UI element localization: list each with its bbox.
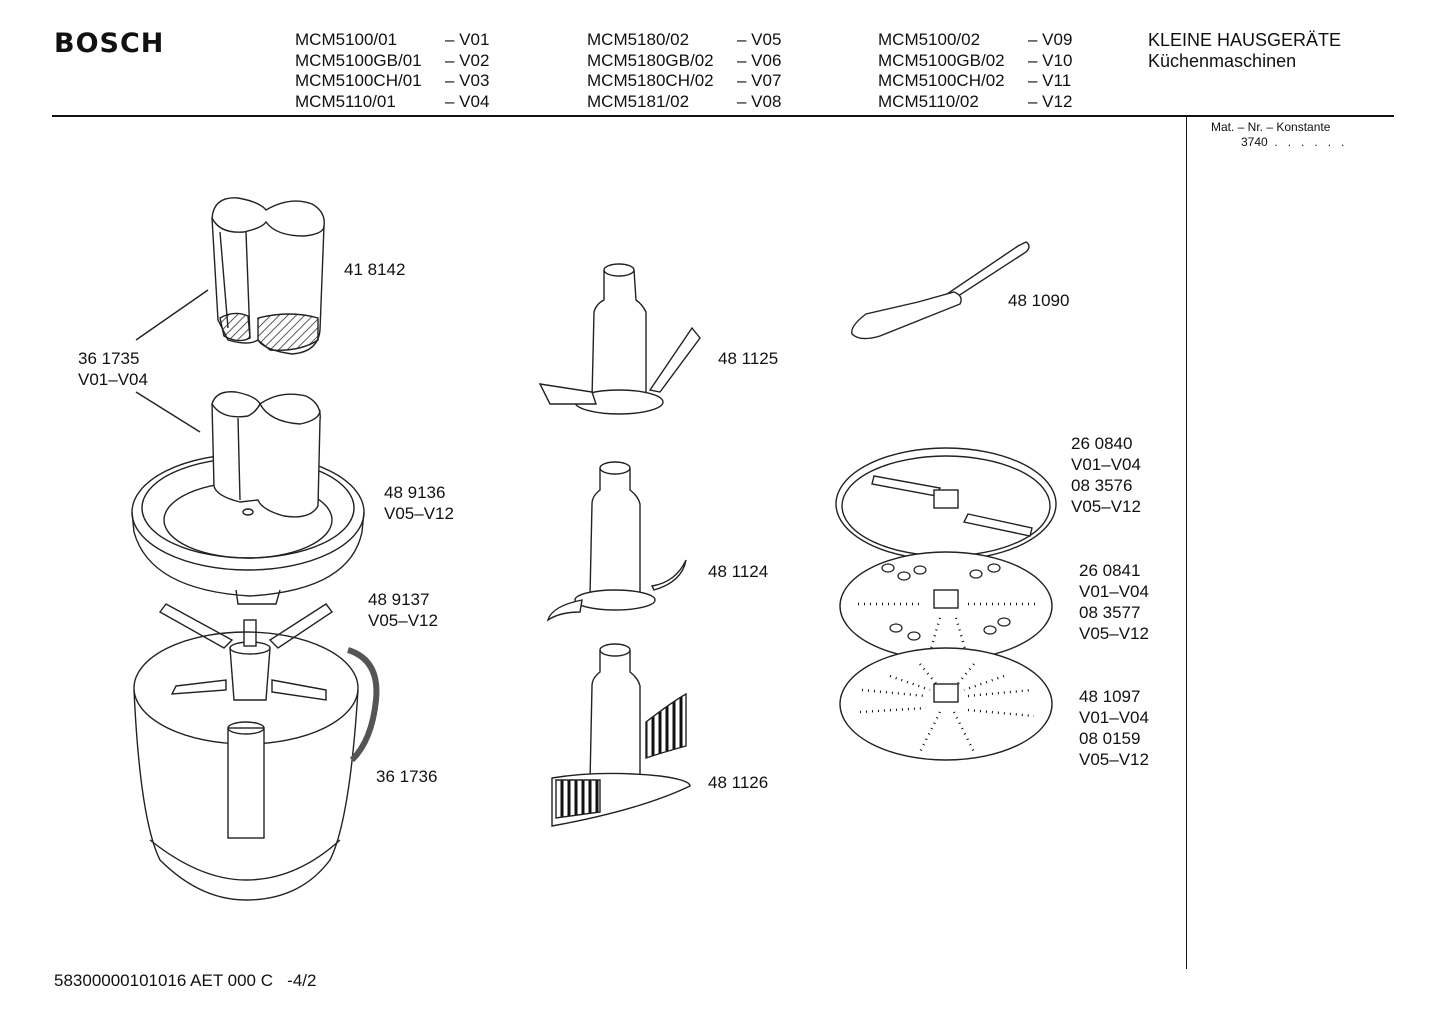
label-489136: 48 9136 V05–V12	[384, 482, 454, 524]
model-row: MCM5110/02 – V12	[878, 92, 1072, 113]
model-number: MCM5100CH/02	[878, 71, 1005, 90]
grating-disc-fine-part	[839, 647, 1053, 761]
label-481097: 48 1097 V01–V04 08 0159 V05–V12	[1079, 686, 1149, 770]
model-number: MCM5100GB/01	[295, 50, 422, 70]
label-481126: 48 1126	[708, 773, 769, 792]
model-number: MCM5181/02	[587, 91, 690, 111]
kneading-tool-part	[546, 461, 687, 622]
model-number: MCM5180CH/02	[587, 71, 714, 90]
label-489137: 48 9137 V05–V12	[368, 589, 438, 631]
part-variant: V05–V12	[384, 504, 454, 523]
lid-part	[131, 391, 365, 605]
model-number: MCM5180/02	[587, 30, 690, 49]
part-variant: V05–V12	[1071, 497, 1141, 516]
model-variant: – V05	[737, 30, 782, 49]
part-number: 48 9137	[368, 590, 430, 609]
category-heading: KLEINE HAUSGERÄTE Küchenmaschinen	[1148, 30, 1341, 71]
document-footer: 58300000101016 AET 000 C -4/2	[54, 971, 317, 990]
model-variant: – V01	[445, 30, 490, 49]
slicing-disc-part	[835, 447, 1057, 561]
material-number-value: 3740 . . . . . .	[1241, 135, 1345, 149]
model-number: MCM5100/02	[878, 30, 981, 49]
category-subtitle: Küchenmaschinen	[1148, 50, 1297, 71]
model-row: MCM5100GB/02 – V10	[878, 51, 1072, 72]
part-number: 36 1735	[78, 349, 140, 368]
chopping-knife-part	[538, 263, 701, 415]
model-variant: – V06	[737, 50, 782, 70]
model-row: MCM5100/02 – V09	[878, 30, 1072, 51]
part-number: 26 0841	[1079, 561, 1141, 580]
model-row: MCM5110/01 – V04	[295, 92, 489, 113]
part-number: 08 3577	[1079, 603, 1141, 622]
blade-part	[158, 603, 334, 701]
material-number-label: Mat. – Nr. – Konstante	[1211, 120, 1331, 134]
category-title: KLEINE HAUSGERÄTE	[1148, 30, 1342, 50]
label-260840: 26 0840 V01–V04 08 3576 V05–V12	[1071, 433, 1141, 517]
leader-line	[135, 289, 209, 341]
model-number: MCM5100/01	[295, 30, 398, 49]
spatula-part	[851, 241, 1030, 340]
model-variant: – V09	[1028, 30, 1073, 49]
model-row: MCM5100/01 – V01	[295, 30, 489, 51]
model-variant: – V04	[445, 91, 490, 111]
model-row: MCM5100GB/01 – V02	[295, 51, 489, 72]
model-list-3: MCM5100/02 – V09 MCM5100GB/02 – V10 MCM510…	[878, 30, 1072, 112]
label-481124: 48 1124	[708, 562, 769, 581]
header-divider	[52, 115, 1394, 117]
label-481090: 48 1090	[1008, 291, 1070, 310]
grating-disc-coarse-part	[839, 551, 1053, 661]
model-list-1: MCM5100/01 – V01 MCM5100GB/01 – V02 MCM510…	[295, 30, 489, 112]
part-number: 08 3576	[1071, 476, 1133, 495]
part-variant: V01–V04	[78, 370, 148, 389]
part-variant: V01–V04	[1071, 455, 1141, 474]
model-number: MCM5110/01	[295, 91, 396, 111]
label-361735: 36 1735 V01–V04	[78, 348, 148, 390]
label-260841: 26 0841 V01–V04 08 3577 V05–V12	[1079, 560, 1149, 644]
leader-line	[135, 391, 201, 433]
part-variant: V01–V04	[1079, 582, 1149, 601]
pusher-part	[211, 197, 325, 355]
model-variant: – V07	[737, 71, 782, 90]
part-variant: V05–V12	[368, 611, 438, 630]
part-number: 26 0840	[1071, 434, 1133, 453]
model-row: MCM5100CH/02 – V11	[878, 71, 1072, 92]
model-row: MCM5100CH/01 – V03	[295, 71, 489, 92]
part-variant: V05–V12	[1079, 624, 1149, 643]
side-divider	[1186, 117, 1187, 969]
part-variant: V01–V04	[1079, 708, 1149, 727]
bowl-part	[133, 631, 380, 901]
model-list-2: MCM5180/02 – V05 MCM5180GB/02 – V06 MCM518…	[587, 30, 781, 112]
part-number: 48 1097	[1079, 687, 1141, 706]
part-number: 08 0159	[1079, 729, 1141, 748]
model-number: MCM5180GB/02	[587, 50, 714, 70]
model-number: MCM5100GB/02	[878, 50, 1005, 70]
label-361736: 36 1736	[376, 767, 438, 786]
label-418142: 41 8142	[344, 260, 406, 279]
model-row: MCM5181/02 – V08	[587, 92, 781, 113]
model-row: MCM5180GB/02 – V06	[587, 51, 781, 72]
model-number: MCM5110/02	[878, 91, 979, 111]
beater-part	[551, 643, 691, 827]
part-variant: V05–V12	[1079, 750, 1149, 769]
material-number-box: Mat. – Nr. – Konstante 3740 . . . . . .	[1211, 120, 1344, 150]
model-row: MCM5180CH/02 – V07	[587, 71, 781, 92]
model-variant: – V08	[737, 91, 782, 111]
model-variant: – V12	[1028, 91, 1073, 111]
part-number: 48 9136	[384, 483, 446, 502]
model-variant: – V03	[445, 71, 490, 90]
model-variant: – V02	[445, 50, 490, 70]
label-481125: 48 1125	[718, 349, 779, 368]
brand-logo: BOSCH	[54, 28, 165, 59]
model-variant: – V10	[1028, 50, 1073, 70]
model-row: MCM5180/02 – V05	[587, 30, 781, 51]
model-variant: – V11	[1028, 71, 1072, 90]
model-number: MCM5100CH/01	[295, 71, 422, 90]
